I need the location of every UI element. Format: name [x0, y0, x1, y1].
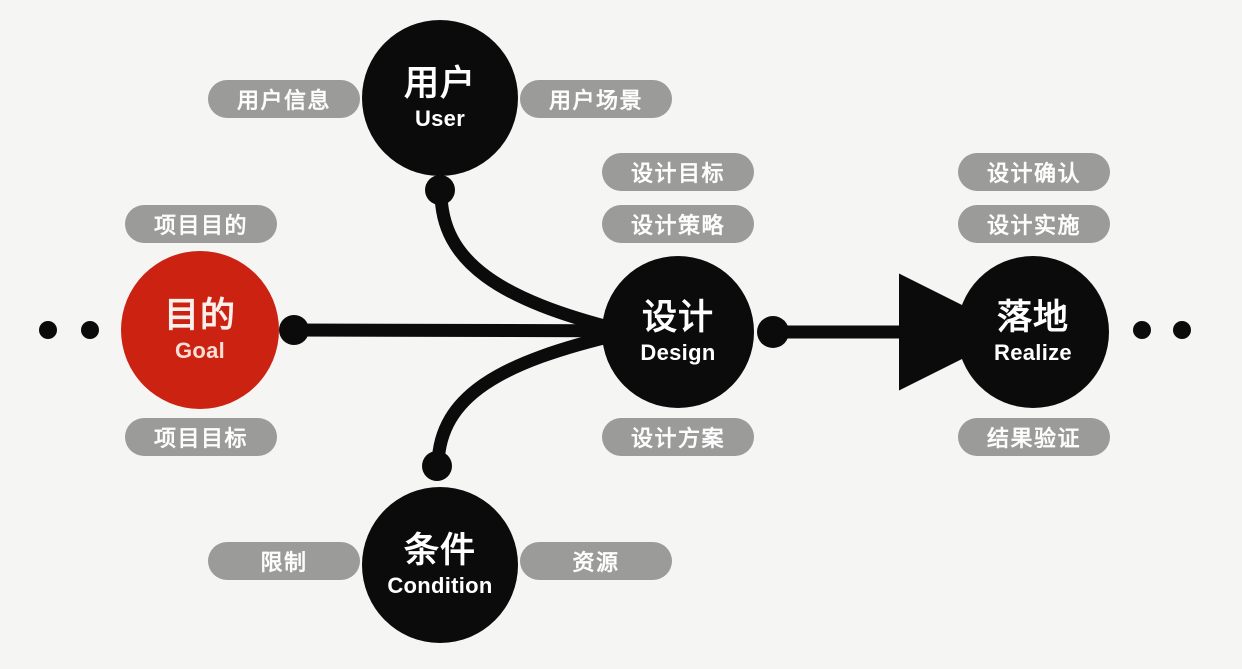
node-realize-label-cn: 落地	[996, 298, 1069, 338]
pill-label: 设计策略	[630, 213, 725, 238]
connector-user-to-design	[434, 185, 627, 337]
node-realize-label-en: Realize	[994, 339, 1072, 365]
pill-design-bottom[interactable]: 设计方案	[602, 418, 754, 456]
ellipsis-dot-right-1	[1133, 321, 1151, 339]
node-condition-label-cn: 条件	[403, 531, 476, 571]
pill-condition-left[interactable]: 限制	[208, 542, 360, 580]
ellipsis-dot-left-2	[81, 321, 99, 339]
pill-design-top-2[interactable]: 设计策略	[602, 205, 754, 243]
pill-realize-bottom[interactable]: 结果验证	[958, 418, 1110, 456]
pill-label: 结果验证	[986, 426, 1081, 451]
node-user-label-en: User	[414, 105, 466, 131]
junction-dot-user-out	[425, 175, 455, 205]
pill-label: 设计目标	[630, 161, 725, 186]
node-goal[interactable]: 目的 Goal	[121, 251, 279, 409]
pill-label: 项目目的	[153, 213, 248, 238]
pill-label: 用户信息	[236, 88, 331, 113]
pill-user-right[interactable]: 用户场景	[520, 80, 672, 118]
node-goal-label-en: Goal	[174, 337, 226, 363]
pill-label: 设计方案	[630, 426, 725, 451]
junction-dot-condition-out	[422, 451, 452, 481]
pill-label: 设计实施	[986, 213, 1081, 238]
pill-realize-top-1[interactable]: 设计确认	[958, 153, 1110, 191]
ellipsis-dot-right-2	[1173, 321, 1191, 339]
pill-design-top-1[interactable]: 设计目标	[602, 153, 754, 191]
node-design-label-cn: 设计	[641, 298, 714, 338]
node-condition[interactable]: 条件 Condition	[362, 487, 518, 643]
node-condition-label-en: Condition	[387, 572, 493, 598]
pill-goal-bottom[interactable]: 项目目标	[125, 418, 277, 456]
node-goal-label-cn: 目的	[163, 296, 236, 336]
ellipsis-dot-left-1	[39, 321, 57, 339]
node-design-label-en: Design	[640, 339, 716, 365]
pill-user-left[interactable]: 用户信息	[208, 80, 360, 118]
pill-condition-right[interactable]: 资源	[520, 542, 672, 580]
pill-goal-top[interactable]: 项目目的	[125, 205, 277, 243]
pill-label: 设计确认	[986, 161, 1081, 186]
node-realize[interactable]: 落地 Realize	[957, 256, 1109, 408]
node-user[interactable]: 用户 User	[362, 20, 518, 176]
pill-label: 项目目标	[153, 426, 248, 451]
pill-label: 用户场景	[548, 88, 643, 113]
junction-dot-goal-out	[279, 315, 309, 345]
pill-label: 资源	[572, 550, 620, 575]
pill-label: 限制	[260, 550, 308, 575]
junction-dot-design-out	[757, 316, 789, 348]
connector-condition-to-design	[431, 327, 627, 471]
node-design[interactable]: 设计 Design	[602, 256, 754, 408]
pill-realize-top-2[interactable]: 设计实施	[958, 205, 1110, 243]
node-user-label-cn: 用户	[403, 64, 476, 104]
